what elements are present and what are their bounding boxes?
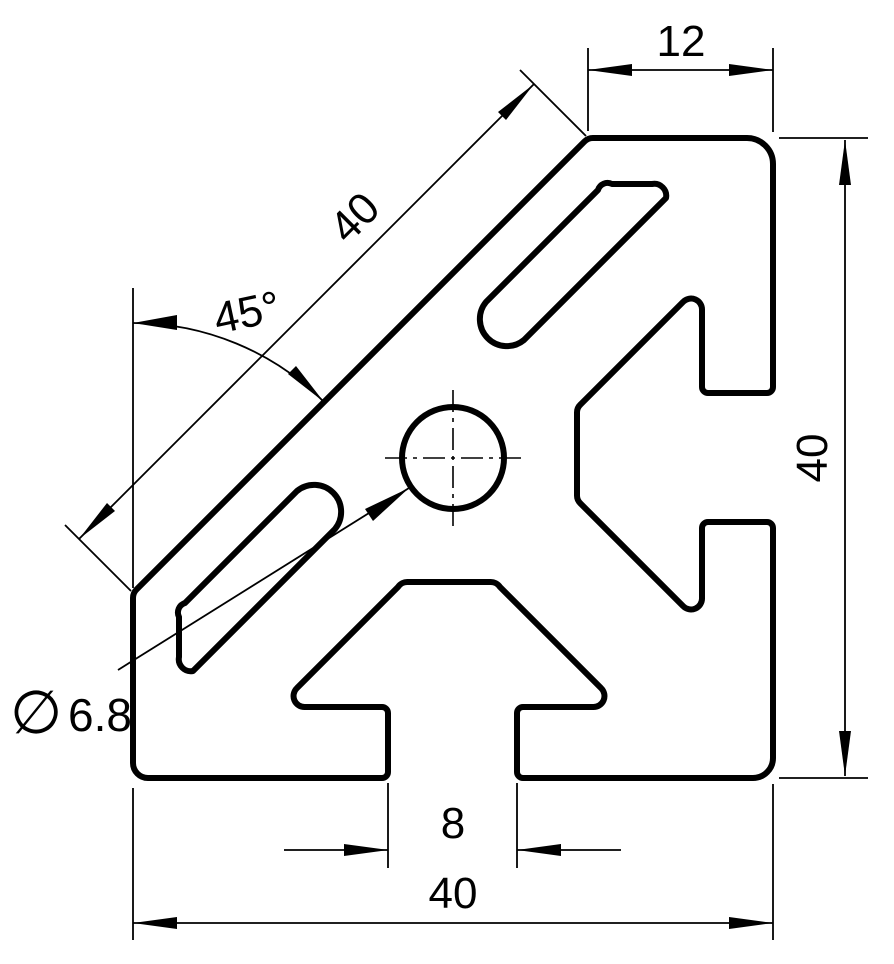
dimension-value: 40: [788, 434, 837, 483]
arrowhead-ne-icon: [365, 488, 409, 521]
arrowhead-left-icon: [517, 844, 561, 856]
lower-diagonal-slot: [174, 481, 345, 675]
leader-line: [117, 487, 410, 671]
dimension-value: 6.8: [68, 689, 132, 741]
hole-diameter-callout: ∅ 6.8: [10, 487, 410, 748]
arrowhead-right-icon: [344, 844, 388, 856]
upper-diagonal-slot: [476, 179, 670, 350]
diameter-symbol: ∅: [10, 678, 62, 748]
arrowhead-right-icon: [729, 917, 773, 929]
arrowhead-se-icon: [288, 366, 324, 402]
profile-outline: [129, 134, 776, 781]
extension-line: [64, 524, 132, 592]
arrowhead-right-icon: [729, 64, 773, 76]
extension-line: [519, 69, 587, 137]
dimension-right-height: 40: [779, 137, 868, 779]
dimension-value: 40: [320, 183, 389, 252]
arrowhead-left-icon: [588, 64, 632, 76]
profile-geometry: [129, 134, 776, 781]
dimension-bottom-width: 40: [132, 784, 774, 940]
dimension-value: 40: [429, 869, 478, 918]
dimension-chamfer-angle: 45°: [132, 282, 325, 588]
arrowhead-left-icon: [133, 315, 177, 330]
dimension-value: 8: [441, 799, 465, 848]
dimension-line: [78, 83, 535, 540]
arrowhead-ne-icon: [498, 84, 534, 120]
dimension-top-width: 12: [587, 17, 774, 132]
dimension-chamfer-length: 40: [64, 69, 587, 592]
dimension-value: 12: [657, 17, 706, 66]
arrowhead-up-icon: [839, 140, 851, 185]
arrowhead-down-icon: [839, 731, 851, 776]
dimension-value: 45°: [209, 282, 284, 344]
arrowhead-sw-icon: [79, 503, 115, 539]
arrowhead-left-icon: [133, 917, 177, 929]
dimension-slot-opening: 8: [284, 783, 621, 868]
